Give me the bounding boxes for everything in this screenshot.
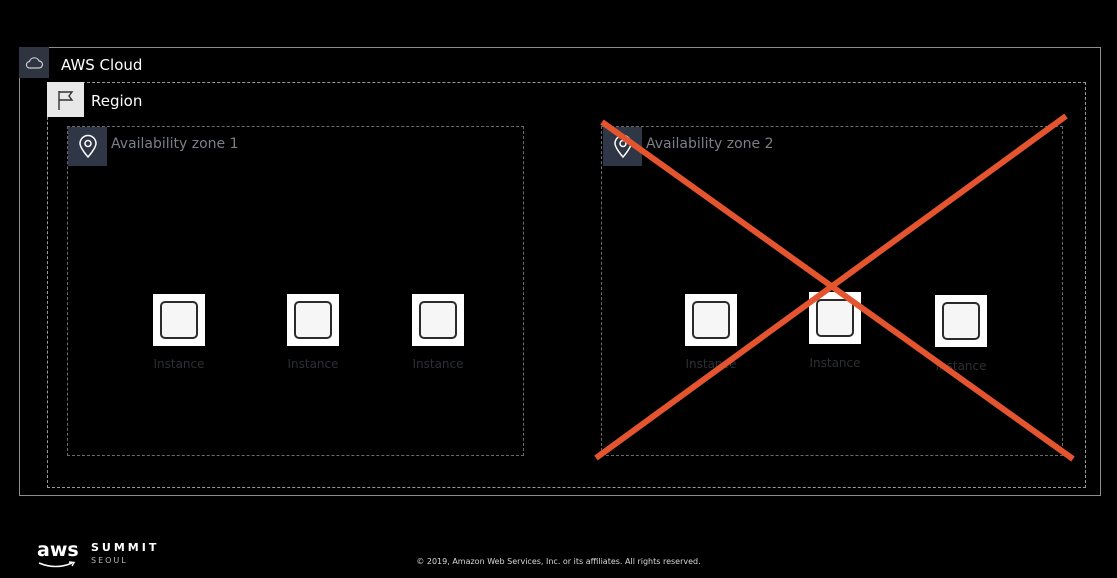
copyright-notice: © 2019, Amazon Web Services, Inc. or its… <box>416 557 701 566</box>
aws-cloud-group <box>19 47 1101 496</box>
aws-logo-text: aws <box>37 539 79 561</box>
instance-label: Instance <box>935 359 987 373</box>
flag-icon <box>47 82 84 117</box>
availability-zone-1-title: Availability zone 1 <box>111 136 239 152</box>
instance-label: Instance <box>809 356 861 370</box>
city-label: SEOUL <box>91 556 128 565</box>
cloud-icon <box>19 47 49 78</box>
region-title: Region <box>91 92 143 110</box>
aws-cloud-title: AWS Cloud <box>61 56 143 74</box>
region-group <box>47 82 1086 488</box>
availability-zone-2-title: Availability zone 2 <box>646 136 774 152</box>
instance-icon <box>935 295 987 347</box>
availability-zone-2 <box>601 126 1063 456</box>
instance-icon <box>412 294 464 346</box>
location-pin-icon <box>68 127 107 166</box>
aws-logo: aws <box>37 539 79 568</box>
summit-label: SUMMIT <box>91 541 160 554</box>
instance-label: Instance <box>287 357 339 371</box>
instance-icon <box>685 294 737 346</box>
instance-icon <box>153 294 205 346</box>
availability-zone-1 <box>67 126 524 456</box>
instance-label: Instance <box>685 357 737 371</box>
instance-label: Instance <box>153 357 205 371</box>
instance-icon <box>809 292 861 344</box>
location-pin-icon <box>603 127 642 166</box>
instance-icon <box>287 294 339 346</box>
aws-smile-icon <box>38 561 76 568</box>
instance-label: Instance <box>412 357 464 371</box>
